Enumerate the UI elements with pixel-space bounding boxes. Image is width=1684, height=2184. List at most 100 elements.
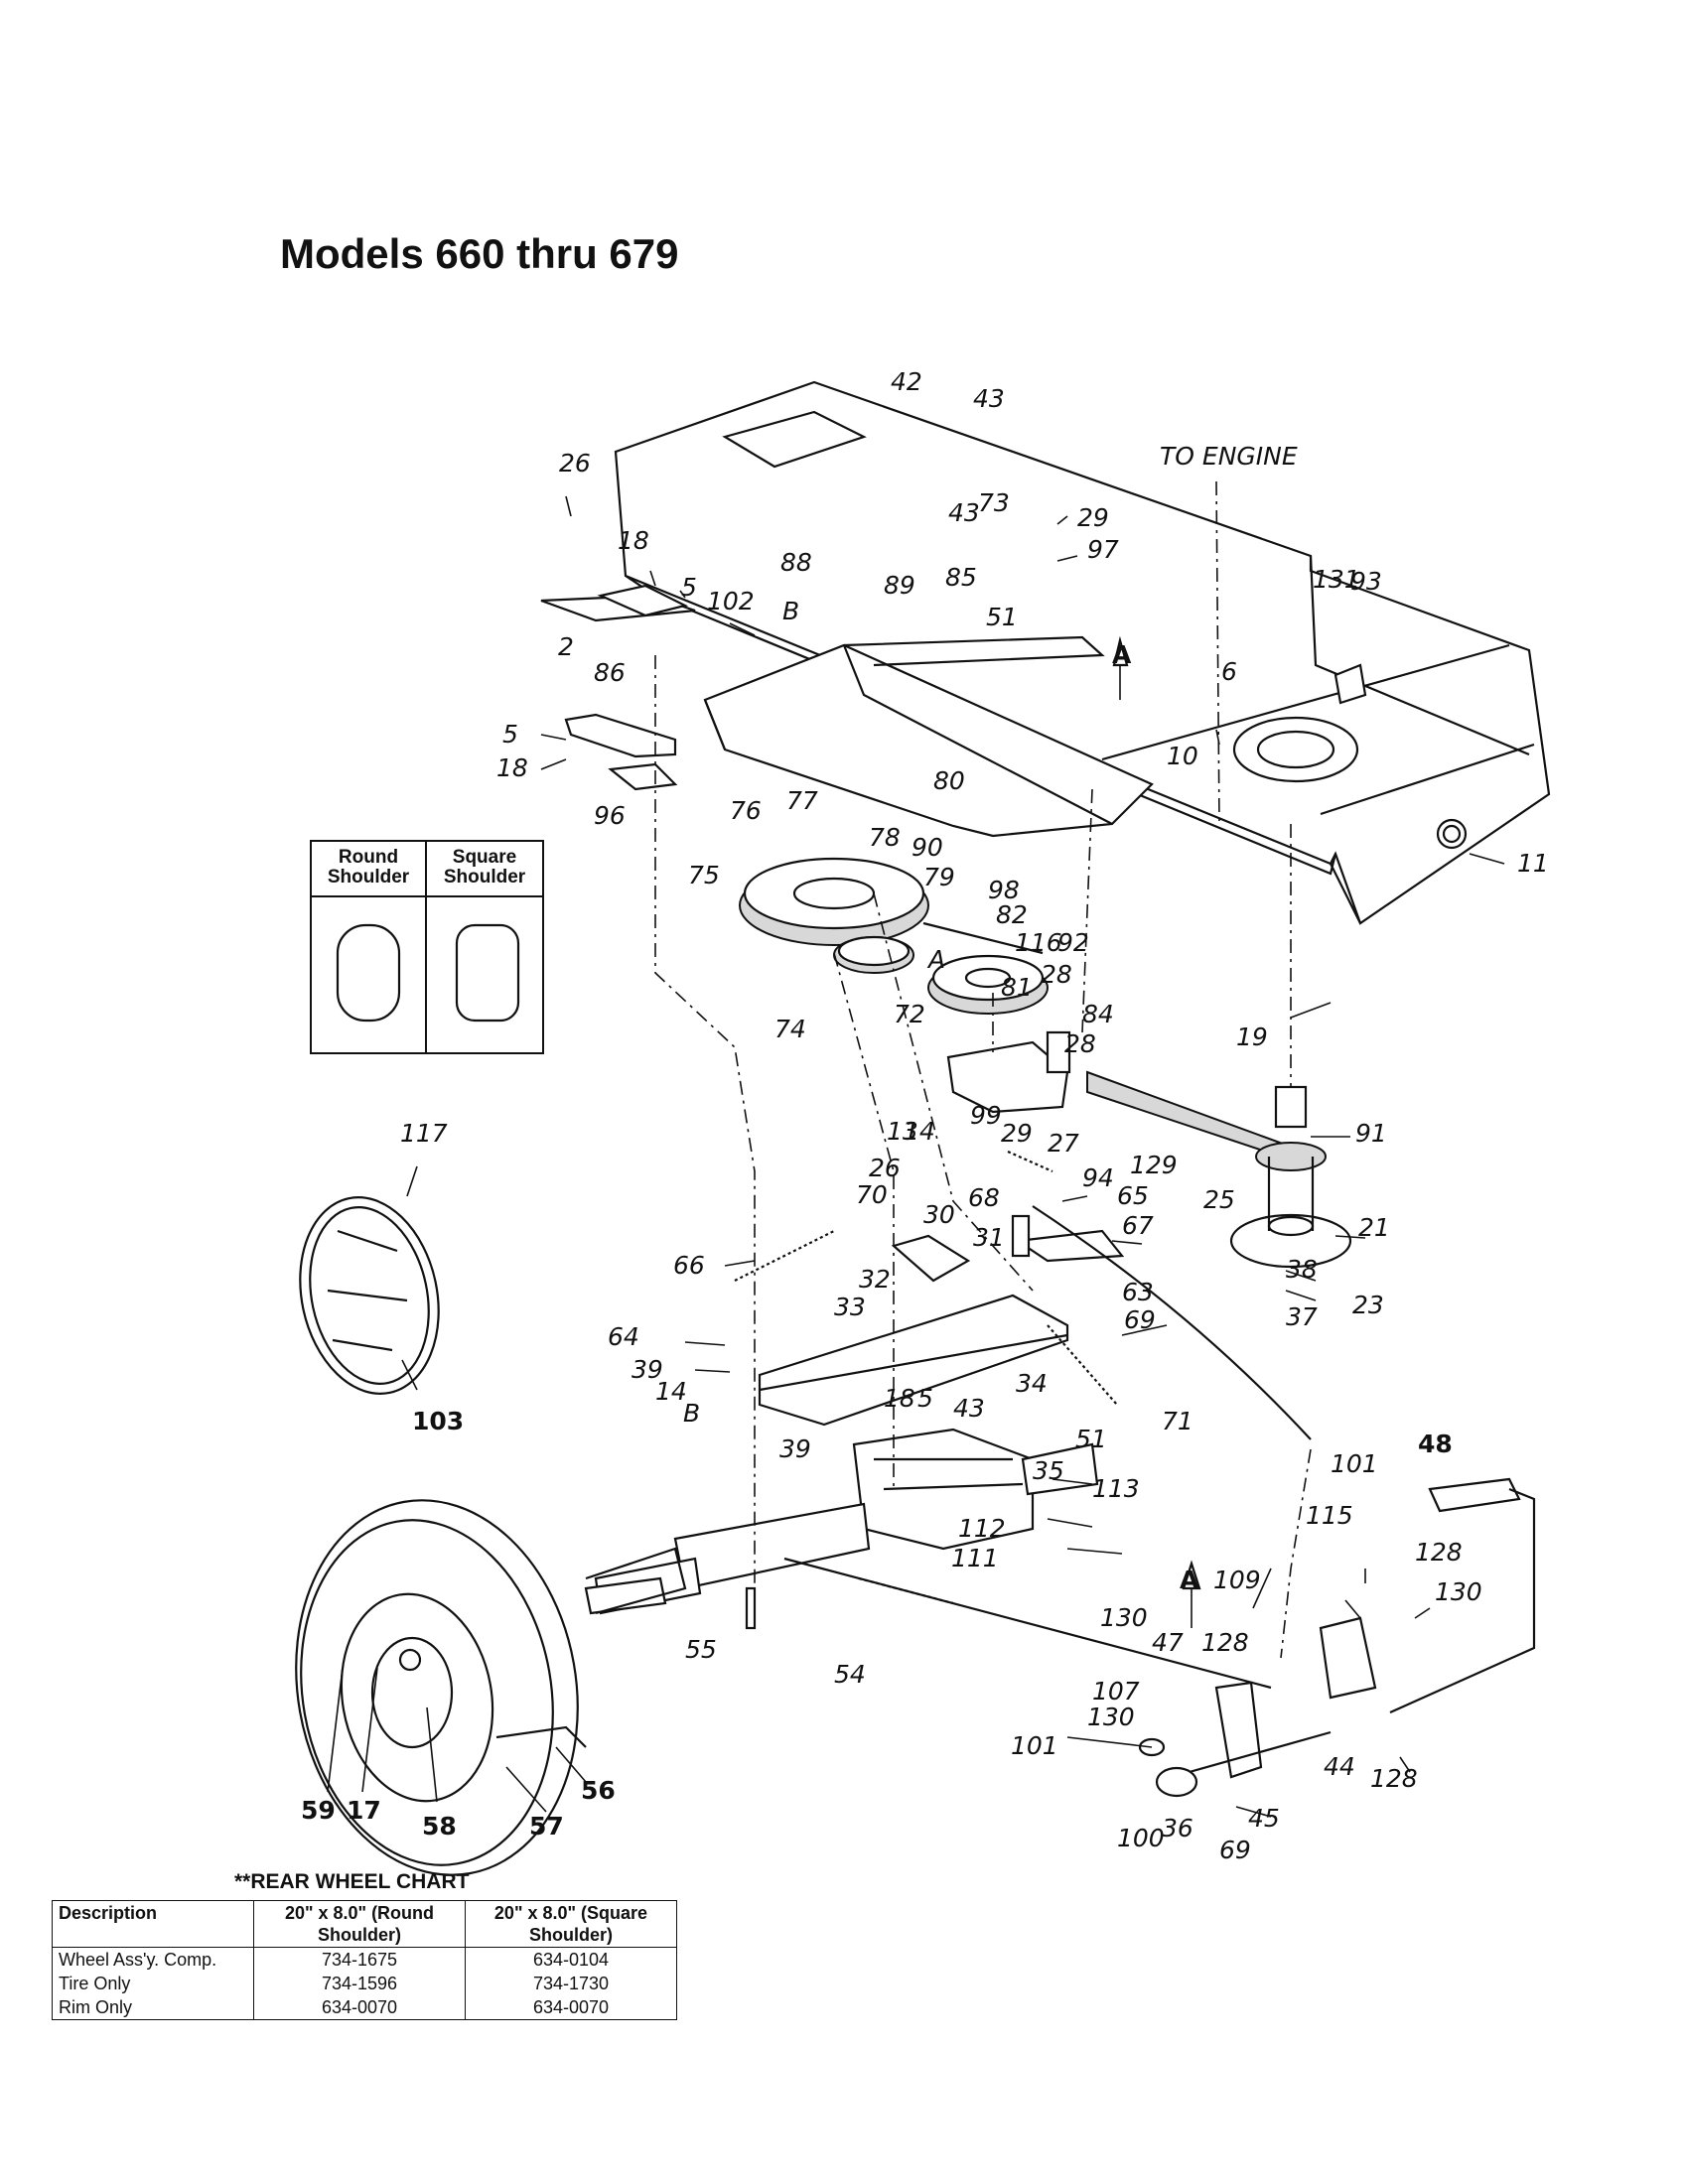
row-square-value: 734-1730 — [465, 1972, 677, 1995]
pedal-assembly — [1138, 1477, 1536, 1798]
row-round-value: 734-1596 — [253, 1972, 466, 1995]
callout: 44 — [1324, 1752, 1355, 1781]
round-shoulder-tire-icon — [312, 897, 425, 1052]
callout: 23 — [1352, 1291, 1384, 1319]
callout: 32 — [859, 1265, 891, 1294]
page-title: Models 660 thru 679 — [280, 230, 679, 277]
callout: 42 — [891, 367, 922, 396]
callout: 84 — [1082, 1000, 1114, 1028]
callout: 101 — [1331, 1449, 1378, 1478]
callout: 18 — [618, 526, 649, 555]
callout: 37 — [1286, 1302, 1318, 1331]
callout: 6 — [1221, 657, 1237, 686]
row-round-value: 734-1675 — [253, 1947, 466, 1972]
callout-labels: TO ENGINE 42 43 26 18 5 88 89 73 43 85 2… — [301, 367, 1549, 1864]
callout: 33 — [834, 1293, 866, 1321]
callout: 14 — [655, 1377, 687, 1406]
callout: 66 — [673, 1251, 705, 1280]
callout: 91 — [1355, 1119, 1387, 1148]
callout: 85 — [945, 563, 977, 592]
callout: 59 — [301, 1796, 336, 1825]
callout: 76 — [730, 796, 762, 825]
axle-bracket — [734, 1230, 1118, 1427]
callout: 30 — [923, 1200, 955, 1229]
leader-lines — [327, 495, 1505, 1818]
callout: 69 — [1124, 1305, 1156, 1334]
callout: 79 — [923, 863, 955, 891]
callout: 56 — [581, 1776, 616, 1805]
callout: 74 — [774, 1015, 806, 1043]
callout: 70 — [856, 1180, 888, 1209]
callout: 5 — [917, 1384, 933, 1413]
table-row: Tire Only 734-1596 734-1730 — [52, 1972, 677, 1995]
assembly-lines — [654, 480, 1312, 1659]
callout: 54 — [834, 1660, 866, 1689]
row-square-value: 634-0104 — [465, 1947, 677, 1972]
table-row: Rim Only 634-0070 634-0070 — [52, 1995, 677, 2020]
callout: 69 — [1219, 1836, 1251, 1864]
callout: 14 — [904, 1117, 935, 1146]
callout: 39 — [632, 1355, 663, 1384]
round-shoulder-column: Round Shoulder — [312, 842, 427, 1052]
wheel-chart-title: **REAR WHEEL CHART — [234, 1870, 470, 1893]
callout: 68 — [968, 1183, 1000, 1212]
callout: 27 — [1048, 1129, 1079, 1158]
foot-plate — [703, 635, 1154, 838]
callout: 5 — [502, 720, 518, 749]
rear-wheel-chart: Description 20" x 8.0" (Round Shoulder) … — [52, 1900, 677, 2020]
callout: 78 — [869, 823, 901, 852]
callout: A — [926, 945, 945, 974]
callout: 28 — [1041, 960, 1072, 989]
callout: 43 — [973, 384, 1005, 413]
callout: 34 — [1016, 1369, 1048, 1398]
callout: 39 — [779, 1434, 811, 1463]
callout: B — [683, 1399, 700, 1428]
square-shoulder-tire-icon — [427, 897, 542, 1052]
callout: 21 — [1358, 1213, 1390, 1242]
callout: 25 — [1203, 1185, 1235, 1214]
table-row: Wheel Ass'y. Comp. 734-1675 634-0104 — [52, 1947, 677, 1972]
callout: 102 — [707, 587, 755, 615]
callout: 93 — [1350, 567, 1382, 596]
callout: 81 — [1001, 973, 1033, 1002]
callout: 26 — [559, 449, 591, 478]
callout: 43 — [953, 1394, 985, 1423]
callout: 63 — [1122, 1278, 1154, 1306]
callout: 98 — [988, 876, 1020, 904]
callout: 35 — [1033, 1456, 1064, 1485]
callout: 99 — [970, 1101, 1002, 1130]
callout: A — [1180, 1566, 1199, 1594]
callout: 48 — [1418, 1430, 1453, 1458]
callout: 96 — [594, 801, 626, 830]
callout: 111 — [951, 1544, 999, 1572]
callout: 131 — [1313, 565, 1360, 594]
callout: 103 — [412, 1407, 464, 1435]
callout: 43 — [948, 498, 980, 527]
brake-rod — [783, 1205, 1312, 1690]
callout: 13 — [887, 1117, 918, 1146]
callout: 82 — [996, 900, 1028, 929]
row-description: Rim Only — [52, 1995, 254, 2020]
callout: 57 — [529, 1812, 564, 1841]
callout: 80 — [933, 766, 965, 795]
callout: 112 — [958, 1514, 1006, 1543]
callout: 17 — [347, 1796, 381, 1825]
callout: 77 — [786, 786, 818, 815]
callout: 129 — [1130, 1151, 1178, 1179]
callout: 92 — [1057, 928, 1089, 957]
round-shoulder-label: Round Shoulder — [312, 842, 425, 897]
callout: 130 — [1087, 1703, 1135, 1731]
row-square-value: 634-0070 — [465, 1995, 677, 2020]
callout: 58 — [422, 1812, 457, 1841]
header-square-shoulder: 20" x 8.0" (Square Shoulder) — [465, 1900, 677, 1948]
callout: 97 — [1087, 535, 1119, 564]
callout: 64 — [608, 1322, 639, 1351]
callout: 55 — [685, 1635, 717, 1664]
callout: 128 — [1370, 1764, 1418, 1793]
callout: 2 — [558, 632, 574, 661]
callout: 45 — [1248, 1804, 1280, 1833]
callout: 107 — [1092, 1677, 1140, 1706]
callout: 117 — [400, 1119, 448, 1148]
callout: 65 — [1117, 1181, 1149, 1210]
